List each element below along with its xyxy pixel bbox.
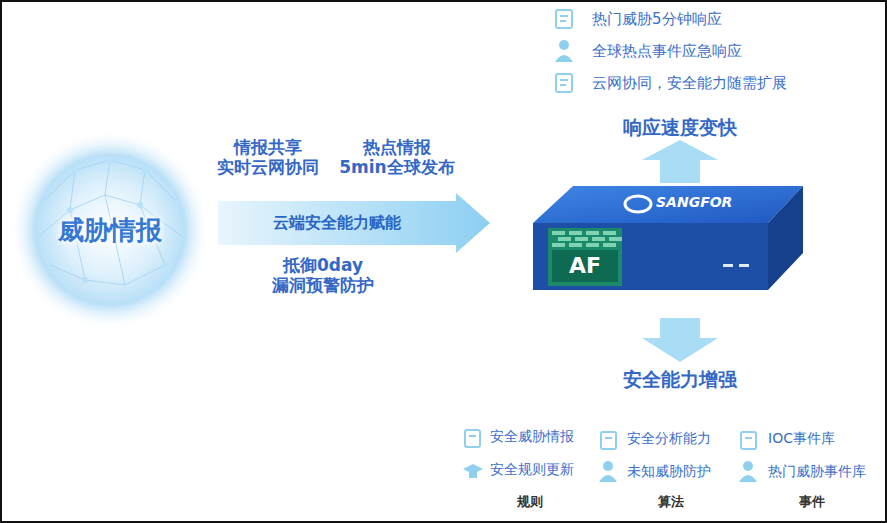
brick bbox=[609, 237, 622, 241]
slot bbox=[739, 264, 749, 267]
brick bbox=[603, 231, 616, 235]
logo-ring bbox=[625, 196, 651, 212]
list-item: IOC事件库 bbox=[768, 430, 835, 447]
column-caption: 事件 bbox=[799, 494, 825, 510]
up-arrow bbox=[642, 140, 718, 183]
feature-note: 抵御0day 漏洞预警防护 bbox=[258, 255, 388, 296]
slot bbox=[723, 264, 733, 267]
column-caption: 规则 bbox=[517, 494, 543, 510]
brick bbox=[552, 243, 565, 247]
brick bbox=[586, 243, 599, 247]
list-item: 安全分析能力 bbox=[627, 430, 711, 447]
af-badge bbox=[548, 228, 622, 286]
af-plate bbox=[552, 250, 618, 282]
brick bbox=[603, 243, 616, 247]
arrow-polygon bbox=[218, 193, 490, 253]
feature-note: 热点情报 5min全球发布 bbox=[332, 137, 462, 178]
brick bbox=[592, 237, 605, 241]
list-item: 未知威胁防护 bbox=[627, 463, 711, 480]
firewall-device: SANGFOR AF bbox=[528, 178, 808, 298]
feature-note: 情报共享 实时云网协同 bbox=[203, 137, 333, 178]
arrow-label: 云端安全能力赋能 bbox=[273, 213, 401, 234]
product-badge: AF bbox=[552, 252, 618, 280]
brick bbox=[569, 231, 582, 235]
intel-circle: 威胁情报 bbox=[20, 140, 200, 320]
section-heading: 响应速度变快 bbox=[623, 116, 737, 139]
list-item: 全球热点事件应急响应 bbox=[592, 42, 742, 60]
down-arrow bbox=[642, 318, 718, 362]
list-item: 热门威胁5分钟响应 bbox=[592, 10, 722, 28]
device-top bbox=[533, 186, 803, 223]
list-item: 安全规则更新 bbox=[490, 461, 574, 478]
brick bbox=[558, 237, 571, 241]
brand-logo: SANGFOR bbox=[656, 195, 732, 209]
brain-glow bbox=[10, 130, 210, 330]
section-heading: 安全能力增强 bbox=[623, 368, 737, 391]
brick bbox=[586, 231, 599, 235]
device-front bbox=[533, 223, 768, 290]
device-side bbox=[768, 186, 803, 290]
brick bbox=[569, 243, 582, 247]
list-item: 云网协同，安全能力随需扩展 bbox=[592, 74, 787, 92]
brick bbox=[575, 237, 588, 241]
brain-network bbox=[40, 160, 180, 285]
list-item: 热门威胁事件库 bbox=[768, 463, 866, 480]
column-caption: 算法 bbox=[658, 494, 684, 510]
arrow-band: 云端安全能力赋能 bbox=[218, 193, 490, 253]
node-title: 威胁情报 bbox=[58, 213, 162, 248]
list-item: 安全威胁情报 bbox=[490, 428, 574, 445]
brick bbox=[552, 231, 565, 235]
